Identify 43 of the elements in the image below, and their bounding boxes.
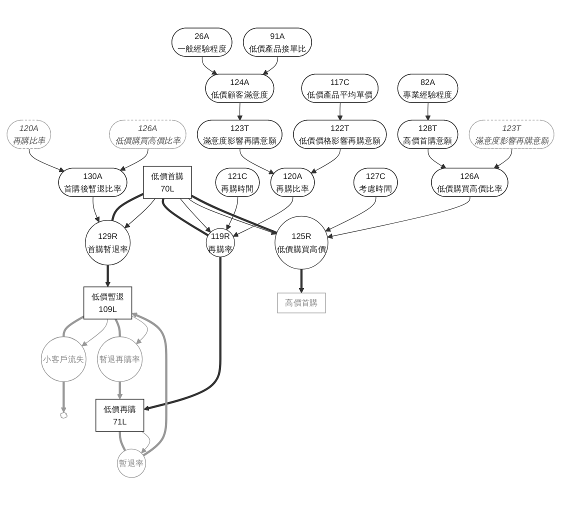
arrow — [117, 381, 123, 400]
connector — [114, 318, 121, 336]
connector — [62, 315, 84, 336]
arrow — [226, 196, 238, 230]
arrow — [337, 102, 343, 120]
arrow — [92, 196, 100, 222]
connector — [111, 192, 144, 221]
node-box: 低價首購 70L — [143, 166, 192, 199]
arrow — [310, 148, 341, 174]
arrow — [132, 312, 168, 456]
arrow — [494, 148, 512, 168]
node-box: 低價暫退 109L — [83, 286, 132, 320]
arrow — [120, 148, 148, 171]
node-circle: 小客戶流失 — [40, 336, 86, 382]
arrow — [262, 56, 278, 75]
arrow — [240, 148, 274, 174]
node-box: 低價再購 71L — [95, 398, 144, 432]
arrow — [298, 268, 304, 293]
arrow — [144, 256, 222, 411]
connector — [118, 431, 126, 451]
node-box: 高價首購 — [277, 292, 326, 313]
arrow — [82, 318, 108, 346]
arrow — [60, 381, 66, 412]
node-circle: 125R 低價購買高價 — [274, 216, 328, 270]
arrow — [141, 430, 150, 454]
node-circle: 暫退再購率 — [97, 336, 143, 382]
connector — [162, 198, 209, 236]
arrow — [425, 102, 431, 120]
arrow — [428, 148, 446, 168]
arrow — [237, 102, 243, 120]
node-circle: 119R 再購率 — [206, 228, 235, 257]
arrow — [327, 196, 470, 239]
node-circle: 暫退率 — [117, 448, 146, 478]
node-circle: 129R 首購暫退率 — [85, 220, 131, 266]
arrow — [131, 315, 148, 344]
arrow — [180, 198, 211, 232]
arrow — [325, 196, 376, 232]
arrow — [202, 56, 218, 75]
arrow — [28, 148, 65, 172]
node-cloud — [60, 412, 68, 418]
arrow — [105, 264, 111, 287]
arrow — [232, 196, 294, 236]
arrow — [124, 198, 156, 228]
